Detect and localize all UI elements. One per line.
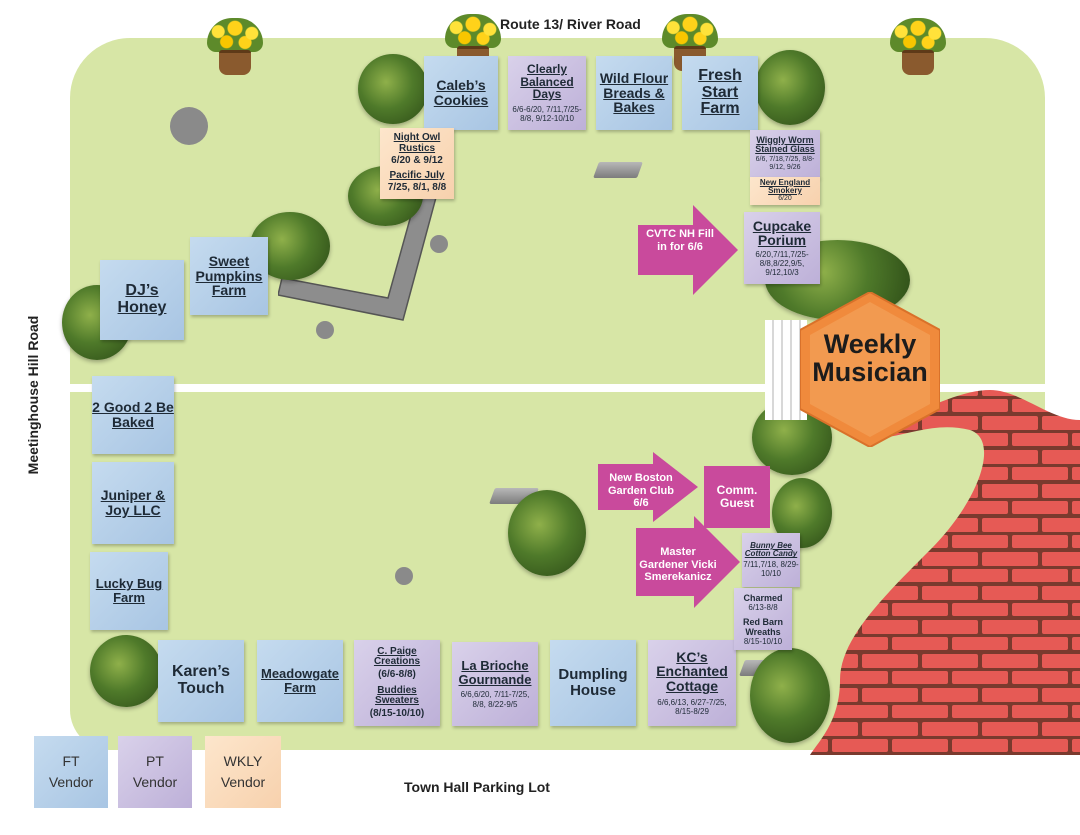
booth-wiggly-worm[interactable]: Wiggly Worm Stained Glass 6/6, 7/18,7/25… <box>750 130 820 178</box>
road-label-left: Meetinghouse Hill Road <box>25 315 41 475</box>
legend-ft-vendor: FT Vendor <box>34 736 108 808</box>
booth-karens-touch[interactable]: Karen’s Touch <box>158 640 244 722</box>
booth-juniper-joy[interactable]: Juniper & Joy LLC <box>92 462 174 544</box>
gazebo-stage <box>800 292 940 447</box>
flower-pot-icon <box>890 18 946 75</box>
arrow-cvtc-label: CVTC NH Fill in for 6/6 <box>646 228 714 253</box>
rock <box>395 567 413 585</box>
rock <box>316 321 334 339</box>
rock <box>170 107 208 145</box>
arrow-master-gardener-label: Master Gardener Vicki Smerekanicz <box>639 546 717 584</box>
tree <box>755 50 825 125</box>
booth-new-england-smokery[interactable]: New England Smokery 6/20 <box>750 177 820 205</box>
booth-2-good-2-be-baked[interactable]: 2 Good 2 Be Baked <box>92 376 174 454</box>
booth-meadowgate-farm[interactable]: Meadowgate Farm <box>257 640 343 722</box>
bench <box>593 162 643 178</box>
booth-charmed-red-barn[interactable]: Charmed 6/13-8/8 Red Barn Wreaths 8/15-1… <box>734 588 792 650</box>
booth-dumpling-house[interactable]: Dumpling House <box>550 640 636 726</box>
road-label-top: Route 13/ River Road <box>500 16 641 32</box>
road-label-bottom: Town Hall Parking Lot <box>404 779 550 795</box>
lawn-path <box>70 384 1045 392</box>
tree <box>90 635 162 707</box>
tree <box>750 648 830 743</box>
tree <box>358 54 428 124</box>
booth-kcs-enchanted-cottage[interactable]: KC’s Enchanted Cottage 6/6,6/13, 6/27-7/… <box>648 640 736 726</box>
booth-night-owl-pacific-july[interactable]: Night Owl Rustics 6/20 & 9/12 Pacific Ju… <box>380 128 454 199</box>
legend-wkly-vendor: WKLY Vendor <box>205 736 281 808</box>
stage-label: Weekly Musician <box>812 329 928 388</box>
booth-cupcake-porium[interactable]: Cupcake Porium 6/20,7/11,7/25-8/8,8/22,9… <box>744 212 820 284</box>
booth-sweet-pumpkins-farm[interactable]: Sweet Pumpkins Farm <box>190 237 268 315</box>
booth-clearly-balanced-days[interactable]: Clearly Balanced Days 6/6-6/20, 7/11,7/2… <box>508 56 586 130</box>
booth-djs-honey[interactable]: DJ’s Honey <box>100 260 184 340</box>
legend-pt-vendor: PT Vendor <box>118 736 192 808</box>
booth-bunny-bee[interactable]: Bunny Bee Cotton Candy 7/11,7/18, 8/29-1… <box>742 533 800 587</box>
booth-c-paige-buddies[interactable]: C. Paige Creations (6/6-8/8) Buddies Swe… <box>354 640 440 726</box>
brick-walkway <box>810 390 1080 755</box>
booth-la-brioche-gourmande[interactable]: La Brioche Gourmande 6/6,6/20, 7/11-7/25… <box>452 642 538 726</box>
tree <box>508 490 586 576</box>
booth-lucky-bug-farm[interactable]: Lucky Bug Farm <box>90 552 168 630</box>
arrow-master-gardener <box>636 516 740 608</box>
booth-wild-flour[interactable]: Wild Flour Breads & Bakes <box>596 56 672 130</box>
booth-fresh-start-farm[interactable]: Fresh Start Farm <box>682 56 758 130</box>
arrow-cvtc <box>638 205 738 295</box>
booth-calebs-cookies[interactable]: Caleb’s Cookies <box>424 56 498 130</box>
arrow-garden-club <box>598 452 698 522</box>
stone-wall <box>278 190 438 321</box>
rock <box>430 235 448 253</box>
booth-comm-guest[interactable]: Comm. Guest <box>704 466 770 528</box>
flower-pot-icon <box>207 18 263 75</box>
arrow-garden-club-label: New Boston Garden Club 6/6 <box>607 472 674 510</box>
